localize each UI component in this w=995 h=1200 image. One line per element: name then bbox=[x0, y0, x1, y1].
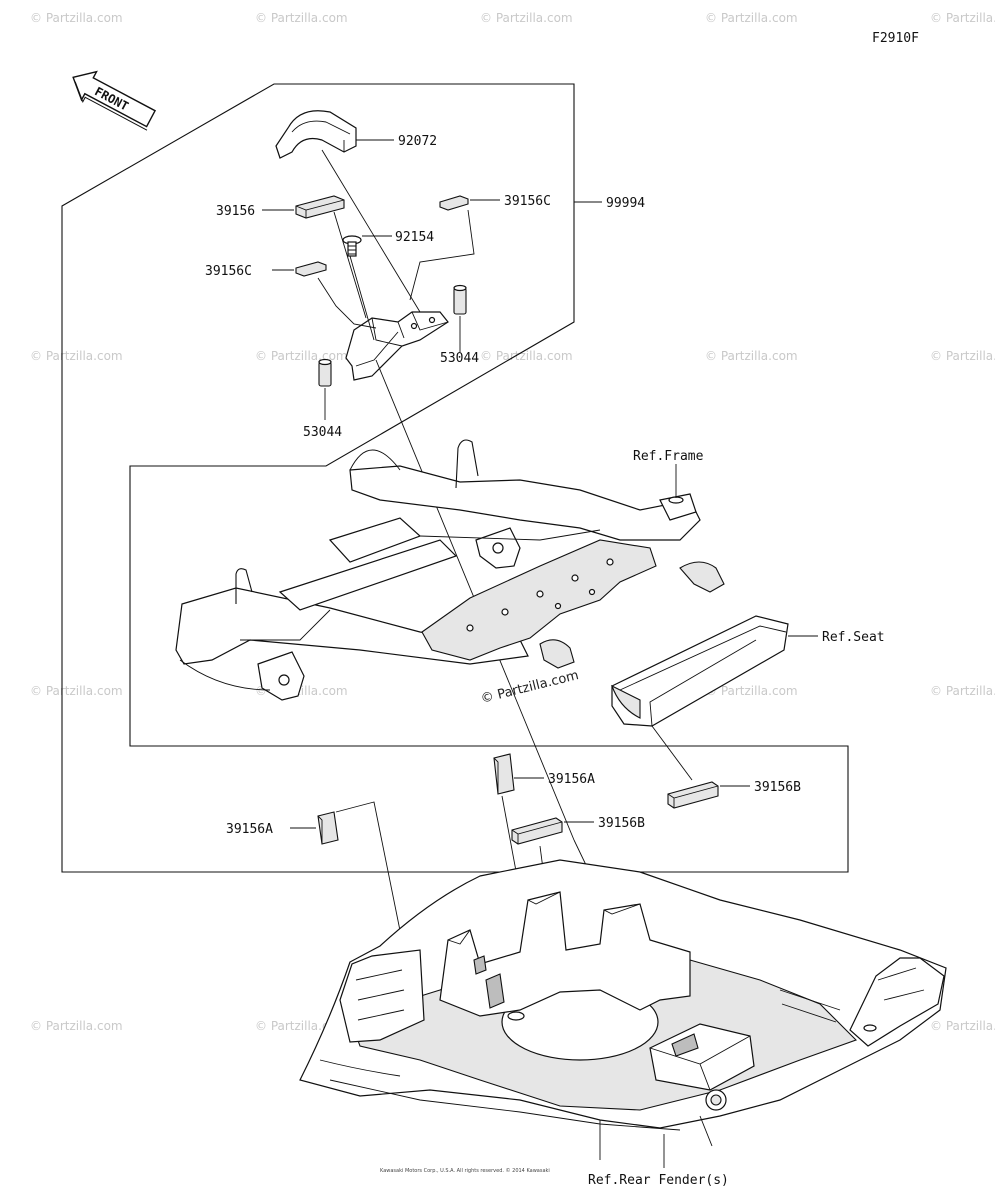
watermark: © Partzilla.com bbox=[930, 11, 995, 25]
rear-frame bbox=[175, 439, 725, 701]
callout-53044: 53044 bbox=[303, 425, 342, 440]
part-39156A-pad bbox=[317, 811, 339, 845]
seat-lock-bracket bbox=[345, 311, 449, 381]
watermark: © Partzilla.com bbox=[705, 11, 798, 25]
part-39156B-pad bbox=[511, 817, 563, 845]
callout-99994: 99994 bbox=[606, 196, 645, 211]
callout-92072: 92072 bbox=[398, 134, 437, 149]
front-arrow-icon: FRONT bbox=[72, 70, 157, 131]
legal-text: Kawasaki Motors Corp., U.S.A. All rights… bbox=[380, 1167, 550, 1174]
watermark: © Partzilla.com bbox=[930, 684, 995, 698]
callout-39156B: 39156B bbox=[754, 780, 801, 795]
watermark: © Partzilla.com bbox=[30, 349, 123, 363]
callout-ref-rear-fender: Ref.Rear Fender(s) bbox=[588, 1173, 729, 1188]
leader-line bbox=[651, 725, 693, 781]
callout-53044: 53044 bbox=[440, 351, 479, 366]
watermark: © Partzilla.com bbox=[255, 11, 348, 25]
part-92154-bolt bbox=[342, 235, 362, 257]
watermark: © Partzilla.com bbox=[255, 349, 348, 363]
watermark: © Partzilla.com bbox=[30, 11, 123, 25]
callout-39156B: 39156B bbox=[598, 816, 645, 831]
part-39156C-pad bbox=[295, 261, 327, 277]
callout-39156C: 39156C bbox=[205, 264, 252, 279]
center-watermark: © Partzilla.com bbox=[479, 668, 580, 707]
callout-ref-seat: Ref.Seat bbox=[822, 630, 885, 645]
part-39156-pad bbox=[295, 195, 345, 219]
part-39156A-pad bbox=[493, 753, 515, 795]
watermark: © Partzilla.com bbox=[480, 349, 573, 363]
callout-92154: 92154 bbox=[395, 230, 434, 245]
watermark: © Partzilla.com bbox=[30, 1019, 123, 1033]
part-53044-spacer bbox=[453, 284, 467, 315]
diagram-code: F2910F bbox=[872, 31, 919, 46]
watermark: © Partzilla.com bbox=[705, 349, 798, 363]
part-92072-clamp bbox=[275, 110, 357, 159]
watermark: © Partzilla.com bbox=[705, 684, 798, 698]
callout-ref-frame: Ref.Frame bbox=[633, 449, 704, 464]
callout-39156A: 39156A bbox=[226, 822, 273, 837]
watermark: © Partzilla.com bbox=[930, 349, 995, 363]
callout-39156: 39156 bbox=[216, 204, 255, 219]
part-39156C-pad bbox=[439, 195, 469, 211]
watermark: © Partzilla.com bbox=[30, 684, 123, 698]
callout-39156A: 39156A bbox=[548, 772, 595, 787]
rear-fender bbox=[299, 859, 947, 1160]
part-39156B-pad bbox=[667, 781, 719, 809]
seat bbox=[611, 615, 789, 727]
callout-39156C: 39156C bbox=[504, 194, 551, 209]
watermark: © Partzilla.com bbox=[480, 11, 573, 25]
part-53044-spacer bbox=[318, 358, 332, 387]
kit-outline-99994 bbox=[61, 83, 849, 873]
watermark: © Partzilla.com bbox=[930, 1019, 995, 1033]
